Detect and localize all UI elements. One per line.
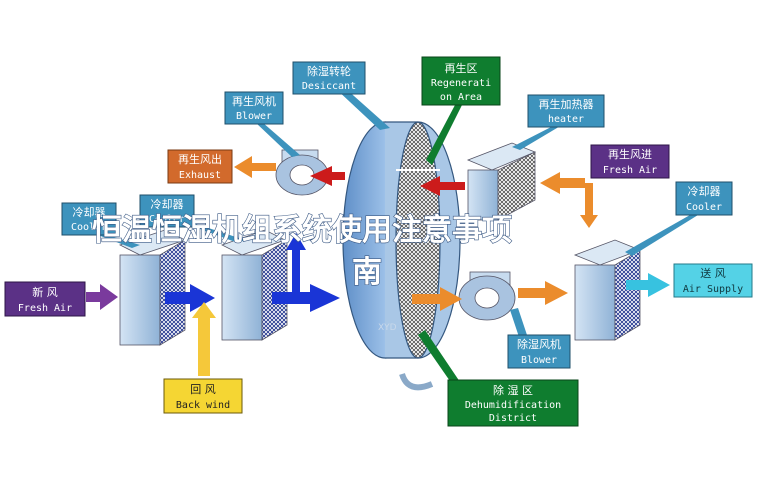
blue-arrow-2 xyxy=(272,284,340,312)
regen-red-arrow-1 xyxy=(420,176,465,196)
label-regen-heater: 再生加热器 heater xyxy=(527,94,605,128)
airflow-arrows xyxy=(86,156,670,391)
supply-cyan-arrow xyxy=(626,273,670,297)
svg-text:Cooler: Cooler xyxy=(71,222,107,233)
regen-heater-unit xyxy=(466,142,537,221)
svg-text:再生风出: 再生风出 xyxy=(178,152,222,166)
regen-blower-unit xyxy=(275,149,329,196)
svg-text:除湿转轮: 除湿转轮 xyxy=(307,64,351,78)
svg-text:on Area: on Area xyxy=(440,92,482,103)
svg-text:Fresh Air: Fresh Air xyxy=(18,303,72,314)
svg-text:Blower: Blower xyxy=(236,111,272,122)
blue-up-arrow xyxy=(286,233,306,292)
exhaust-arrow xyxy=(234,156,276,178)
cooler-mid-unit xyxy=(220,229,288,341)
label-back-wind: 回 风 Back wind xyxy=(163,378,243,414)
svg-text:Desiccant: Desiccant xyxy=(302,81,356,92)
svg-text:Regenerati: Regenerati xyxy=(431,78,491,89)
svg-text:Dehumidification: Dehumidification xyxy=(465,400,561,411)
svg-text:Back wind: Back wind xyxy=(176,400,230,411)
watermark-text: XYD xyxy=(378,323,397,333)
cooler-left-unit xyxy=(118,229,187,346)
dehum-orange-arrow xyxy=(412,287,462,311)
svg-text:Air Supply: Air Supply xyxy=(683,284,743,295)
regen-in-down-arrow xyxy=(580,183,598,228)
label-exhaust: 再生风出 Exhaust xyxy=(167,149,233,184)
back-wind-arrow xyxy=(192,302,216,376)
svg-text:除 湿 区: 除 湿 区 xyxy=(493,383,533,397)
rotation-arrow xyxy=(399,372,434,391)
svg-text:heater: heater xyxy=(548,114,584,125)
label-cooler-left: 冷却器 Cooler xyxy=(61,202,117,236)
overlay-title: 恒温恒湿机组系统使用注意事项 南 xyxy=(91,212,512,290)
svg-text:再生加热器: 再生加热器 xyxy=(539,97,594,111)
svg-text:除湿风机: 除湿风机 xyxy=(517,337,561,351)
svg-text:District: District xyxy=(489,413,537,424)
regen-red-arrow-2 xyxy=(310,166,345,186)
svg-text:再生风机: 再生风机 xyxy=(232,94,276,108)
label-regeneration-area: 再生区 Regenerati on Area xyxy=(421,56,501,106)
svg-text:送 风: 送 风 xyxy=(700,266,726,280)
supply-orange-arrow xyxy=(518,281,568,305)
svg-text:再生风进: 再生风进 xyxy=(608,147,652,161)
cooler-right-unit xyxy=(573,239,642,341)
label-fresh-air-in: 新 风 Fresh Air xyxy=(4,281,86,317)
overlay-title-line2: 南 xyxy=(352,255,382,290)
svg-text:Exhaust: Exhaust xyxy=(179,170,221,181)
svg-text:新 风: 新 风 xyxy=(32,285,58,299)
dehum-blower-unit xyxy=(458,271,516,321)
svg-text:冷却器: 冷却器 xyxy=(151,198,184,211)
label-cooler-mid: 冷却器 Cooler xyxy=(139,194,195,228)
svg-text:Fresh Air: Fresh Air xyxy=(603,165,657,176)
svg-text:Cooler: Cooler xyxy=(149,214,185,225)
label-regen-fresh-air: 再生风进 Fresh Air xyxy=(590,144,670,179)
label-air-supply: 送 风 Air Supply xyxy=(673,263,753,298)
overlay-title-line1: 恒温恒湿机组系统使用注意事项 xyxy=(92,213,512,248)
svg-text:Blower: Blower xyxy=(521,355,557,366)
label-dehum-blower: 除湿风机 Blower xyxy=(507,334,571,369)
label-dehum-district: 除 湿 区 Dehumidification District xyxy=(447,379,579,427)
svg-text:冷却器: 冷却器 xyxy=(73,206,106,219)
svg-text:再生区: 再生区 xyxy=(445,61,478,75)
fresh-air-arrow xyxy=(86,284,118,310)
svg-text:回 风: 回 风 xyxy=(190,383,216,396)
label-regen-blower: 再生风机 Blower xyxy=(224,91,284,125)
label-cooler-right: 冷却器 Cooler xyxy=(675,181,733,216)
regen-in-arrow xyxy=(540,172,585,194)
label-desiccant: 除湿转轮 Desiccant xyxy=(292,61,366,95)
svg-text:Cooler: Cooler xyxy=(686,202,722,213)
svg-text:冷却器: 冷却器 xyxy=(688,185,721,198)
